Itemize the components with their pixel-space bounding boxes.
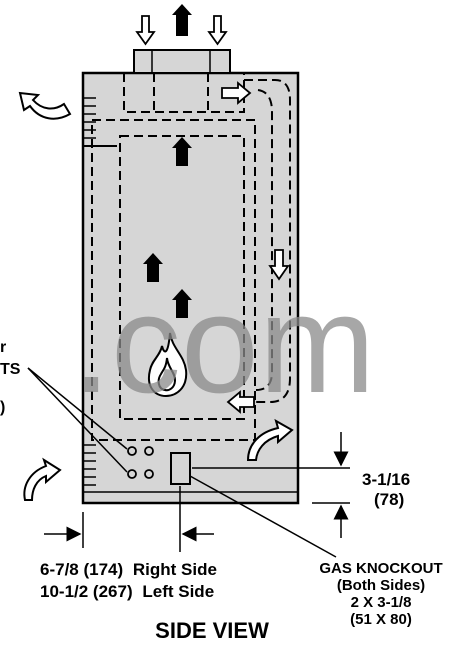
left-side-text: Left Side — [142, 582, 214, 601]
intake-down-arrows — [135, 15, 228, 46]
gas-knockout-leader — [189, 475, 337, 558]
right-side-value: 6-7/8 (174) — [40, 560, 123, 579]
gas-knockout-label-2: (Both Sides) — [337, 577, 425, 594]
right-side-text: Right Side — [133, 560, 217, 579]
flow-left-arrow — [226, 390, 255, 414]
height-dimension — [192, 432, 350, 538]
flame-icon — [148, 332, 188, 398]
control-leader-lines — [27, 367, 128, 473]
left-partial-label-3: ) — [0, 399, 5, 416]
gas-knockout-box — [170, 452, 191, 485]
left-side-dimension: 10-1/2 (267) Left Side — [40, 582, 214, 601]
heater-cabinet — [81, 71, 300, 505]
left-side-value: 10-1/2 (267) — [40, 582, 133, 601]
curved-flow-arrows — [18, 91, 294, 501]
flow-right-arrow — [221, 81, 252, 105]
left-partial-label-2: TS — [0, 361, 21, 378]
vent-collar — [133, 49, 231, 74]
gas-knockout-label-1: GAS KNOCKOUT — [319, 560, 442, 577]
watermark-text: .com — [72, 265, 375, 422]
page-title: SIDE VIEW — [155, 618, 269, 643]
upper-louver-grille — [83, 97, 117, 147]
internal-dashed-outlines — [91, 73, 291, 441]
height-dimension-value: 3-1/16 — [362, 470, 410, 489]
horizontal-dimension — [44, 486, 214, 552]
gas-knockout-label-4: (51 X 80) — [350, 611, 412, 628]
right-side-dimension: 6-7/8 (174) Right Side — [40, 560, 217, 579]
control-knobs — [127, 446, 154, 479]
gas-knockout-label-3: 2 X 3-1/8 — [351, 594, 412, 611]
left-partial-label-1: r — [0, 339, 6, 356]
airflow-up-arrows — [143, 4, 192, 318]
height-dimension-metric: (78) — [374, 490, 404, 509]
lower-louver-grille — [83, 444, 96, 486]
flow-down-arrow — [268, 249, 290, 281]
